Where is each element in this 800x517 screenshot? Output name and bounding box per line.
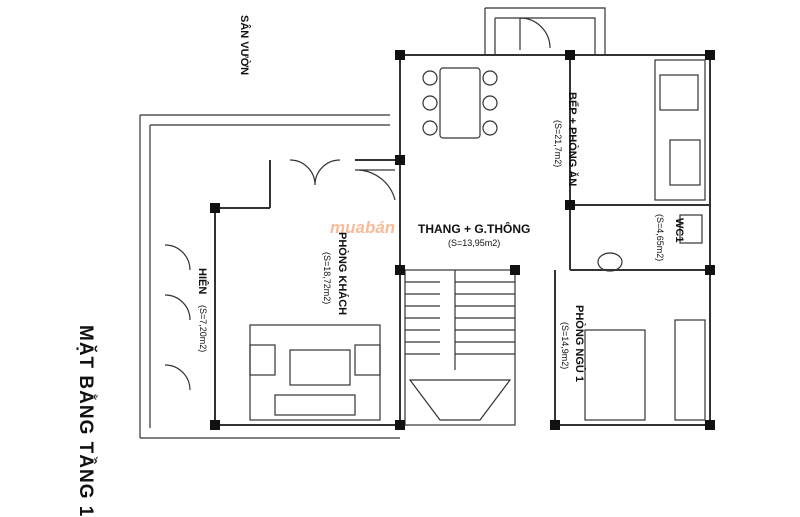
label-wc1-name: WC1	[673, 218, 685, 243]
side-door-swing	[354, 169, 396, 201]
coffee-table	[289, 349, 351, 386]
armchair-left	[249, 344, 276, 376]
wc-basin	[679, 214, 703, 244]
label-hien-name: HIÊN	[196, 268, 208, 295]
label-ngu-area: (S=14,9m2)	[560, 322, 570, 370]
stair-treads	[405, 281, 515, 355]
kitchen-counter	[654, 59, 706, 201]
porch-door-swing-1	[164, 244, 191, 271]
porch-door-swing-3	[164, 364, 191, 391]
stove	[659, 74, 699, 111]
bed	[584, 329, 646, 421]
sofa-long	[274, 394, 356, 416]
wardrobe	[674, 319, 706, 421]
plan-title: MẶT BẰNG TẦNG 1	[75, 325, 96, 517]
porch-door-swing-2	[164, 294, 191, 321]
watermark-text: muabán	[330, 218, 396, 237]
label-ngu-name: PHÒNG NGỦ 1	[573, 305, 585, 383]
label-hien-area: (S=7,20m2)	[198, 305, 208, 353]
sofa-set	[249, 324, 381, 421]
porch-inner-line	[149, 124, 390, 428]
porch-outer-line	[139, 114, 400, 439]
label-khach-area: (S=18,72m2)	[322, 252, 332, 305]
house-upper-wall	[355, 54, 710, 161]
label-thang-name: THANG + G.THÔNG	[418, 222, 531, 236]
label-khach-name: PHÒNG KHÁCH	[336, 232, 348, 316]
entry-frame	[484, 7, 606, 55]
dining-table	[439, 67, 481, 139]
entry-door-swing	[519, 17, 551, 50]
floor-plan-drawing	[139, 7, 715, 439]
label-wc1-area: (S=4,65m2)	[655, 214, 665, 262]
stair-block	[404, 269, 516, 426]
kitchen-wall	[569, 55, 711, 271]
label-thang-area: (S=13,95m2)	[448, 238, 501, 248]
armchair-right	[354, 344, 381, 376]
toilet	[597, 252, 623, 272]
living-door-swing	[289, 159, 341, 186]
label-bep-name: BẾP + PHÒNG ĂN	[566, 92, 578, 187]
stair-landing	[408, 270, 512, 421]
sink	[669, 139, 701, 186]
label-bep-area: (S=21,7m2)	[553, 120, 563, 168]
label-san-vuon: SÂN VƯỜN	[238, 15, 250, 76]
